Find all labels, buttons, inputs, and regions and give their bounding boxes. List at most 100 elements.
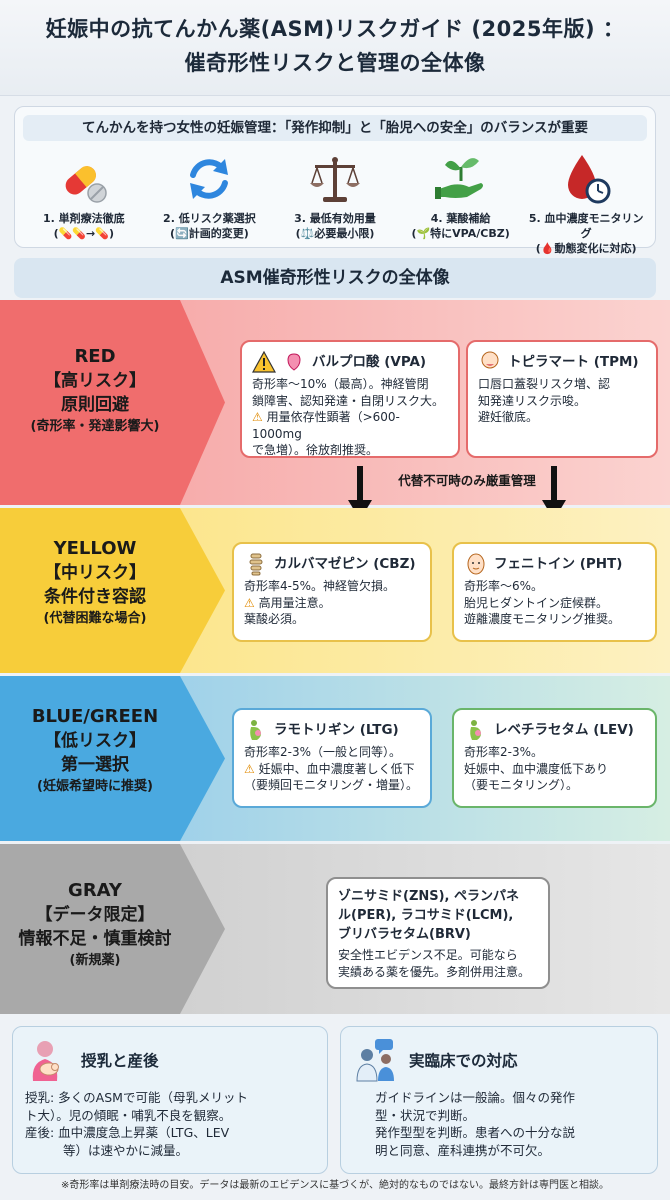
vpa-line-1: 奇形率～10%（最高）。神経管閉 [252,377,429,391]
drug-card-newer-asm: ゾニサミド(ZNS), ペランパネ ル(PER), ラコサミド(LCM), ブリ… [326,877,550,989]
lactation-line-3: 産後: 血中濃度急上昇薬（LTG、LEV [25,1125,230,1140]
tier-blue-green-label: BLUE/GREEN 【低リスク】 第一選択 (妊娠希望時に推奨) [0,704,190,797]
spine-icon [249,553,263,576]
tier-red-risk: 【高リスク】 [44,371,146,391]
pregnant-icon [250,720,261,740]
tier-gray-code: GRAY [68,880,122,901]
tier-blue-green-risk: 【低リスク】 [44,731,146,751]
clinical-line-3: 発作型型を判断。患者への十分な説 [375,1125,576,1140]
tier-gray-note: (新規薬) [69,953,121,968]
page-header: 妊娠中の抗てんかん薬(ASM)リスクガイド (2025年版) ： 催奇形性リスク… [0,0,670,96]
lactation-title: 授乳と産後 [81,1052,159,1070]
principles-title: てんかんを持つ女性の妊娠管理：「発作抑制」と「胎児への安全」のバランスが重要 [23,115,647,141]
tier-yellow-note: (代替困難な場合) [43,611,147,626]
pht-line-1: 奇形率～6%。 [464,579,544,593]
drug-name-ltg-text: ラモトリギン (LTG) [274,722,399,738]
drug-name-tpm: トピラマート (TPM) [478,350,646,374]
newer-asm-names: ゾニサミド(ZNS), ペランパネ ル(PER), ラコサミド(LCM), ブリ… [338,887,538,944]
clinical-title: 実臨床での対応 [409,1052,518,1070]
tier-yellow-code: YELLOW [53,538,137,559]
tier-yellow-label: YELLOW 【中リスク】 条件付き容認 (代替困難な場合) [0,536,190,629]
principle-3-label: 3. 最低有効用量 [294,212,376,225]
drug-card-lev: レベチラセタム (LEV) 奇形率2-3%。 妊娠中、血中濃度低下あり （要モニ… [452,708,657,808]
cbz-line-1: 奇形率4-5%。神経管欠損。 [244,579,396,593]
cbz-line-3: 葉酸必須。 [244,612,305,626]
title-line-2: 催奇形性リスクと管理の全体像 [184,51,486,75]
tier-red-policy: 原則回避 [61,395,129,415]
drug-card-ltg: ラモトリギン (LTG) 奇形率2-3%（一般と同等）。 ⚠ 妊娠中、血中濃度著… [232,708,432,808]
lactation-line-4: 等）は速やかに減量。 [63,1142,189,1158]
page-title: 妊娠中の抗てんかん薬(ASM)リスクガイド (2025年版) ： 催奇形性リスク… [0,12,670,80]
lactation-header: 授乳と産後 [25,1037,315,1083]
refresh-icon [190,159,229,199]
warning-icon: ⚠ [244,595,255,610]
warning-icon: ⚠ [252,410,263,424]
uterus-icon [287,353,301,371]
principle-monitoring: 5. 血中濃度モニタリング (🩸動態変化に対応) [524,151,648,256]
tier-gray-policy: 情報不足・慎重検討 [18,929,172,949]
lactation-body: 授乳: 多くのASMで可能（母乳メリット ト大）。児の傾眠・哺乳不良を観察。 産… [25,1089,315,1159]
ltg-line-1: 奇形率2-3%（一般と同等）。 [244,745,402,759]
overview-title: ASM催奇形性リスクの全体像 [14,258,656,298]
drug-name-lev: レベチラセタム (LEV) [464,718,645,742]
drug-name-lev-text: レベチラセタム (LEV) [494,722,634,738]
principles-row: 1. 単剤療法徹底 (💊💊→💊) 2. 低リスク薬選択 (🔄計画的変更) [15,141,655,256]
principle-1-label: 1. 単剤療法徹底 [42,212,125,225]
principle-1-sub: (💊💊→💊) [53,227,114,240]
principle-5-sub: (🩸動態変化に対応) [535,242,637,255]
newer-asm-name-line-3: ブリバラセタム(BRV) [338,927,471,942]
tier-yellow-arrow [0,508,225,673]
warning-icon: ⚠ [244,761,255,776]
blood-drop-clock-icon [568,155,611,204]
tier-blue-green-note: (妊娠希望時に推奨) [37,779,153,794]
newer-asm-name-line-2: ル(PER), ラコサミド(LCM), [338,908,514,923]
tier-yellow-policy: 条件付き容認 [44,587,146,607]
tier-red-note: (奇形率・発達影響大) [30,419,160,434]
tpm-line-2: 知発達リスク示唆。 [478,393,587,408]
face-icon [467,553,485,575]
principle-low-risk: 2. 低リスク薬選択 (🔄計画的変更) [147,151,271,256]
clinical-body: ガイドラインは一般論。個々の発作 型・状況で判断。 発作型型を判断。患者への十分… [353,1089,645,1159]
tier-gray-label: GRAY 【データ限定】 情報不足・慎重検討 (新規薬) [0,878,190,971]
tier-yellow-risk: 【中リスク】 [44,563,146,583]
lactation-line-2: ト大）。児の傾眠・哺乳不良を観察。 [25,1107,232,1123]
face-lip-icon [481,351,499,369]
drug-name-pht-text: フェニトイン (PHT) [494,556,623,572]
clinical-line-1: ガイドラインは一般論。個々の発作 [375,1090,576,1105]
cbz-warning: ⚠ 高用量注意。 [244,595,420,612]
tier-blue-green-policy: 第一選択 [61,755,129,775]
lev-line-1: 奇形率2-3%。 [464,745,544,759]
tpm-line-3: 避妊徹底。 [478,410,539,424]
newer-asm-name-line-1: ゾニサミド(ZNS), ペランパネ [338,889,520,904]
drug-card-vpa: バルプロ酸 (VPA) 奇形率～10%（最高）。神経管閉 鎖障害、認知発達・自閉… [240,340,460,458]
principle-monotherapy: 1. 単剤療法徹底 (💊💊→💊) [22,151,146,256]
tier-red-label: RED 【高リスク】 原則回避 (奇形率・発達影響大) [0,344,190,437]
drug-card-pht: フェニトイン (PHT) 奇形率～6%。 胎児ヒダントイン症候群。 遊離濃度モニ… [452,542,657,642]
vpa-line-4: で急増）。徐放剤推奨。 [252,443,379,457]
drug-name-vpa: バルプロ酸 (VPA) [252,350,448,374]
drug-name-cbz-text: カルバマゼピン (CBZ) [274,556,416,572]
principle-4-label: 4. 葉酸補給 [430,212,491,225]
drug-card-cbz: カルバマゼピン (CBZ) 奇形率4-5%。神経管欠損。 ⚠ 高用量注意。 葉酸… [232,542,432,642]
principle-folic-acid: 4. 葉酸補給 (🌱特にVPA/CBZ) [399,151,523,256]
tier-blue-green-arrow [0,676,225,841]
tier-red-code: RED [74,346,116,367]
vpa-line-2: 鎖障害、認知発達・自閉リスク大。 [252,393,445,408]
clinical-card: 実臨床での対応 ガイドラインは一般論。個々の発作 型・状況で判断。 発作型型を判… [340,1026,658,1174]
clinical-line-2: 型・状況で判断。 [375,1107,476,1123]
lev-line-3: （要モニタリング）。 [464,778,579,792]
lactation-line-1: 授乳: 多くのASMで可能（母乳メリット [25,1090,248,1105]
drug-name-vpa-text: バルプロ酸 (VPA) [312,354,427,370]
principle-2-label: 2. 低リスク薬選択 [163,212,256,225]
management-note: 代替不可時のみ厳重管理 [398,473,536,488]
drug-name-cbz: カルバマゼピン (CBZ) [244,552,420,576]
tier-gray-risk: 【データ限定】 [35,905,155,925]
tier-blue-green-code: BLUE/GREEN [31,706,159,727]
tier-red-arrow [0,300,225,505]
vpa-warning: ⚠ 用量依存性顕著（>600-1000mg [252,409,448,442]
clinical-header: 実臨床での対応 [353,1037,645,1083]
title-line-1: 妊娠中の抗てんかん薬(ASM)リスクガイド (2025年版) ： [45,17,625,41]
tier-gray-arrow [0,844,225,1014]
vpa-warning-text: 用量依存性顕著（>600-1000mg [252,410,400,441]
ltg-warning-text: 妊娠中、血中濃度著しく低下 [258,761,415,776]
